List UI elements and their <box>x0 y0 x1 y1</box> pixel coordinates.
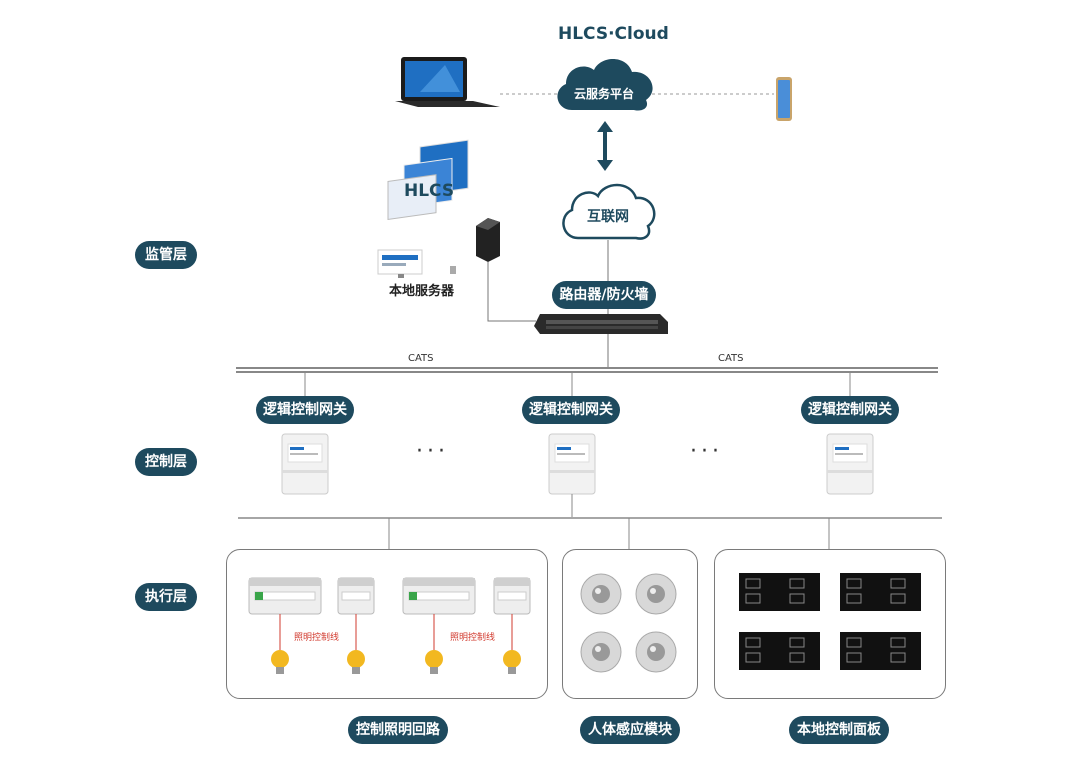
gateway-label-1: 逻辑控制网关 <box>256 396 354 424</box>
gateway-label-2: 逻辑控制网关 <box>522 396 620 424</box>
group-label-panel: 本地控制面板 <box>789 716 889 744</box>
wire-label-1: 照明控制线 <box>294 633 340 643</box>
gateway-device-3 <box>826 433 874 495</box>
cloud-platform-icon <box>557 59 653 111</box>
panel-group-box <box>714 549 946 699</box>
layer-label-supervision: 监管层 <box>135 241 197 269</box>
motion-sensor-icon-1 <box>580 573 622 615</box>
bulb-icon-3 <box>425 650 443 674</box>
server-monitors-icon <box>377 139 469 278</box>
control-panel-icon-2 <box>840 573 921 611</box>
double-arrow-icon <box>597 121 613 171</box>
ellipsis-right: ··· <box>690 439 723 464</box>
relay-module-large-2 <box>402 577 476 615</box>
local-server-label: 本地服务器 <box>389 284 455 299</box>
layer-label-control: 控制层 <box>135 448 197 476</box>
bulb-icon-2 <box>347 650 365 674</box>
bus-label-left: CATS <box>408 353 434 364</box>
layer-label-execution: 执行层 <box>135 583 197 611</box>
motion-sensor-icon-4 <box>635 631 677 673</box>
relay-module-large-1 <box>248 577 322 615</box>
internet-cloud-icon <box>562 183 656 240</box>
internet-label: 互联网 <box>587 209 629 225</box>
group-label-sensor: 人体感应模块 <box>580 716 680 744</box>
bus-label-right: CATS <box>718 353 744 364</box>
laptop-icon <box>395 57 500 107</box>
cloud-platform-label: 云服务平台 <box>573 87 634 101</box>
motion-sensor-icon-3 <box>580 631 622 673</box>
control-panel-icon-3 <box>739 632 820 670</box>
motion-sensor-icon-2 <box>635 573 677 615</box>
ellipsis-left: ··· <box>416 439 449 464</box>
wire-label-2: 照明控制线 <box>450 633 496 643</box>
bulb-icon-4 <box>503 650 521 674</box>
control-panel-icon-4 <box>840 632 921 670</box>
local-title: HLCS <box>404 181 455 201</box>
router-firewall-label: 路由器/防火墙 <box>552 281 656 309</box>
network-switch-icon <box>534 314 668 334</box>
lighting-group-box <box>226 549 548 699</box>
group-label-lighting: 控制照明回路 <box>348 716 448 744</box>
gateway-label-3: 逻辑控制网关 <box>801 396 899 424</box>
lighting-control-wires <box>279 614 513 650</box>
sensor-group-box <box>562 549 698 699</box>
cloud-title: HLCS·Cloud <box>558 24 669 44</box>
bulb-icon-1 <box>271 650 289 674</box>
gateway-device-2 <box>548 433 596 495</box>
phone-icon <box>776 77 792 121</box>
gateway-device-1 <box>281 433 329 495</box>
tower-pc-icon <box>476 218 500 262</box>
control-panel-icon-1 <box>739 573 820 611</box>
